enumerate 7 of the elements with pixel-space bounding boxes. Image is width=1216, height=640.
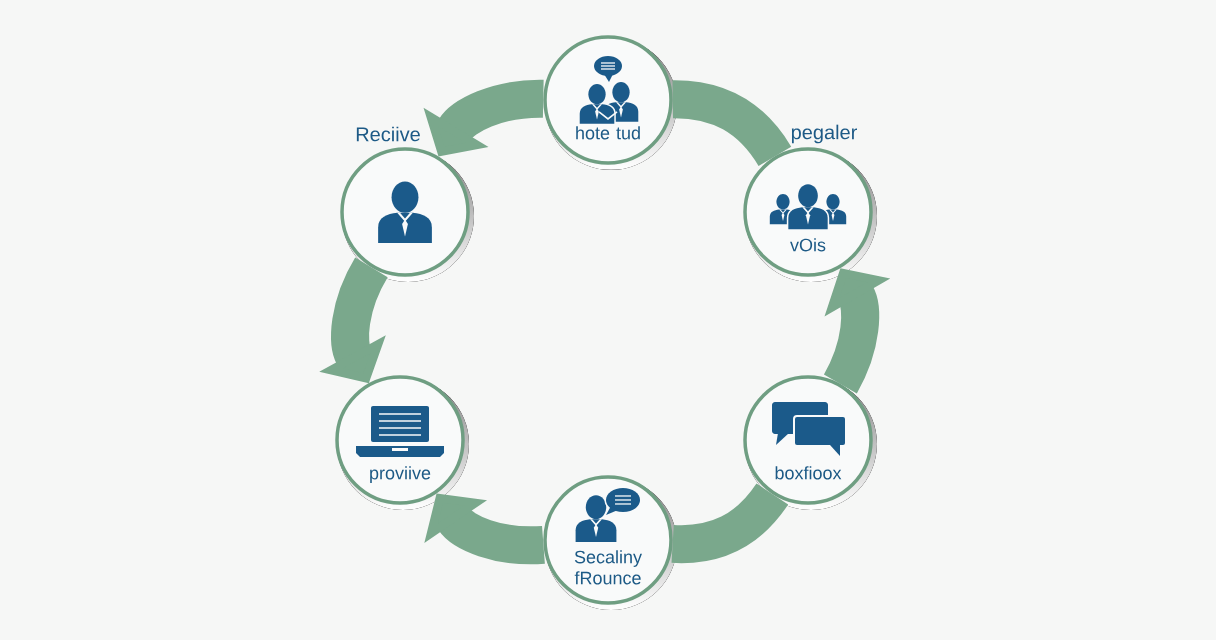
step-label: Secaliny fRounce (574, 550, 642, 585)
step-label: boxfioox (775, 466, 842, 480)
step-title: Reciive (356, 126, 420, 142)
step-label: proviive (370, 466, 431, 483)
step-label: vOis (790, 238, 826, 252)
step-title: pegaler (791, 124, 857, 144)
step-label: hote tud (576, 126, 640, 140)
